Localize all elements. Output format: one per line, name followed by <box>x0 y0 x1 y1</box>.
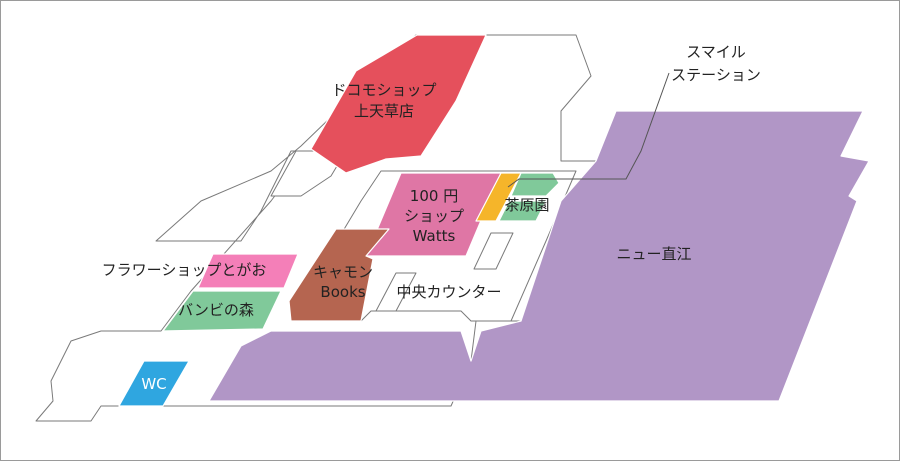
smile-station-leader <box>507 72 670 188</box>
area-docomo-shop[interactable] <box>310 34 487 174</box>
counter-slot-2 <box>473 232 514 270</box>
shop100-label-line2: ショップ <box>404 207 464 225</box>
smile-station-label-line1: スマイル <box>686 43 746 61</box>
area-flower-shop[interactable] <box>197 253 299 289</box>
central-counter-label: 中央カウンター <box>396 283 501 301</box>
docomo-label-line1: ドコモショップ <box>331 81 436 99</box>
smile-station-label-line2: ステーション <box>671 66 761 84</box>
area-kyamon-books[interactable] <box>288 228 390 322</box>
area-wc[interactable] <box>118 360 190 407</box>
area-nyu-naoe[interactable] <box>208 110 870 402</box>
counter-slot <box>375 272 417 312</box>
shop100-label-line3: Watts <box>413 227 456 245</box>
nyu-naoe-label: ニュー直江 <box>616 245 691 263</box>
kyamon-label-line2: Books <box>320 283 365 301</box>
area-chaharaen-green-bottom[interactable] <box>498 200 547 222</box>
area-bambi[interactable] <box>162 290 282 332</box>
wc-label: WC <box>141 375 166 393</box>
chaharaen-label: 茶原園 <box>504 196 549 214</box>
shop100-label-line1: 100 円 <box>410 187 458 205</box>
docomo-label-line2: 上天草店 <box>354 102 414 120</box>
flower-shop-label: フラワーショップとがお <box>102 261 267 279</box>
area-shop100[interactable] <box>365 172 502 257</box>
kyamon-label-line1: キャモン <box>313 263 373 281</box>
bambi-label: バンビの森 <box>178 301 254 319</box>
area-chaharaen-orange[interactable] <box>475 172 522 222</box>
